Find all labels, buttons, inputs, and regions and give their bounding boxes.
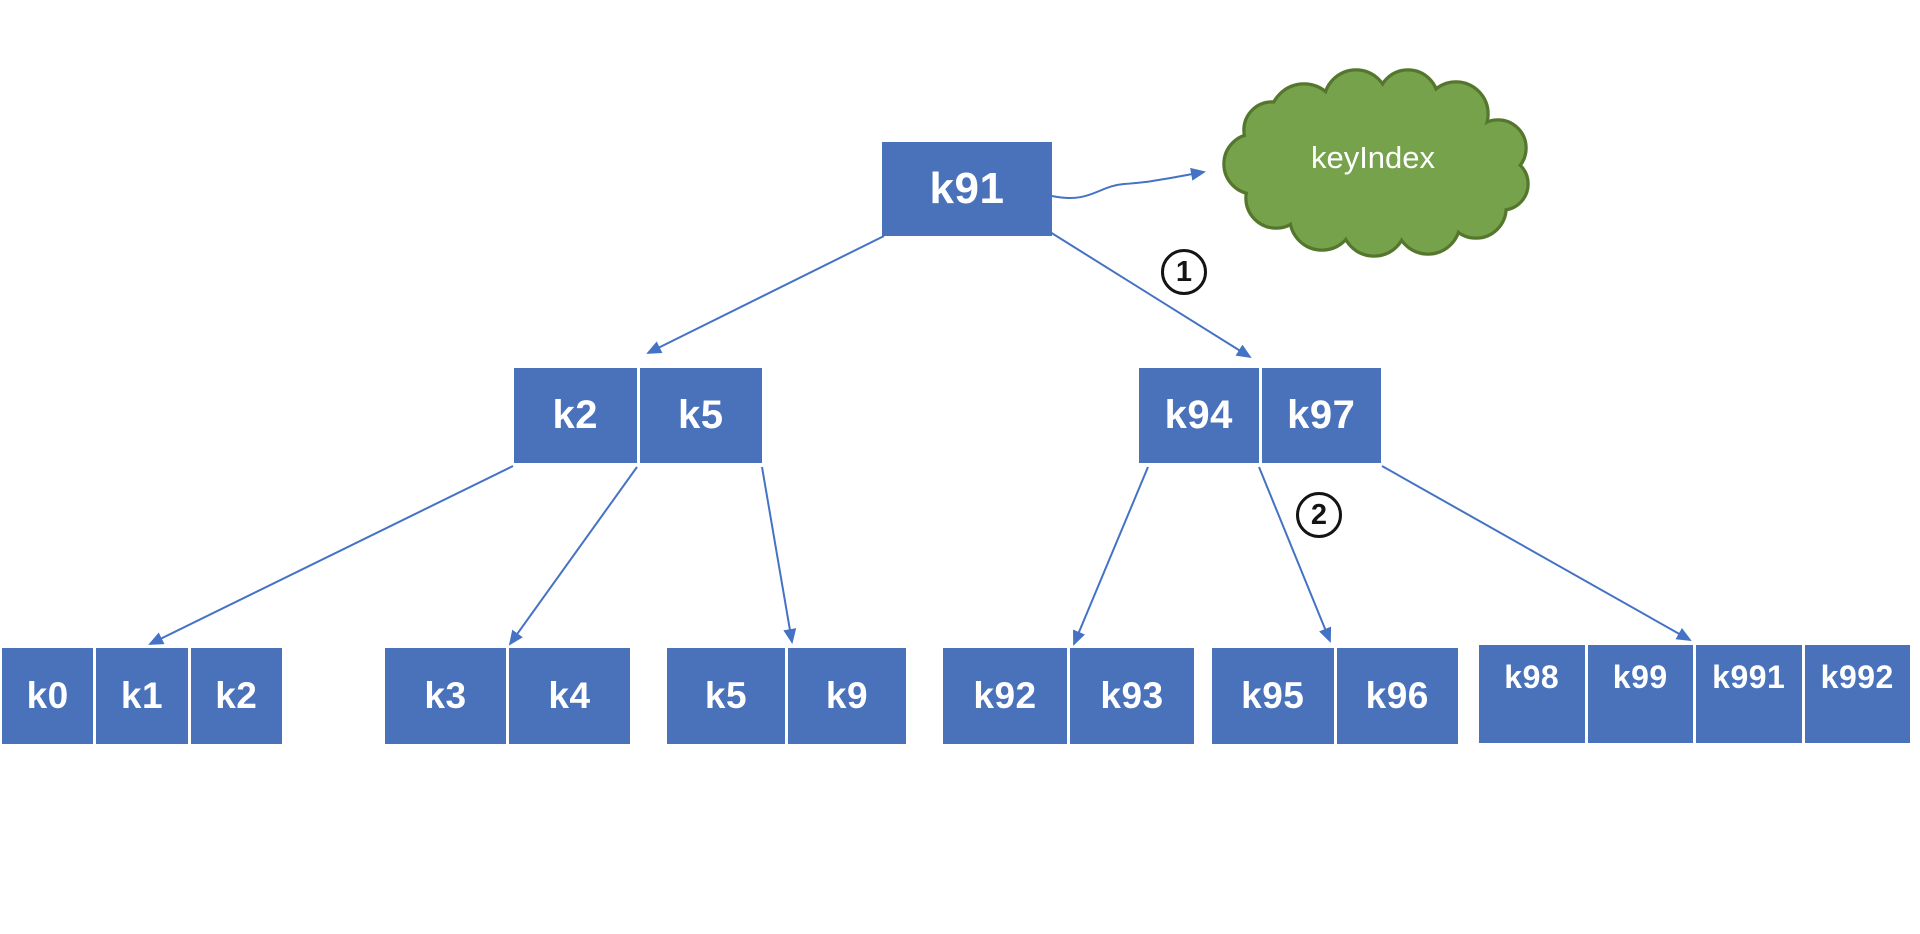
step-annotation-2: 2 [1296,492,1342,538]
edge-internal-right-to-leaf-5 [1258,466,1332,643]
btree-node-leaf-6: k98 k99 k991 k992 [1479,645,1910,743]
tree-key-cell: k2 [514,368,637,463]
tree-key-cell: k0 [2,648,94,744]
tree-key-cell: k991 [1696,645,1802,743]
tree-key-cell: k5 [667,648,785,744]
btree-node-leaf-2: k3 k4 [385,648,630,744]
tree-key-cell: k95 [1212,648,1334,744]
cloud-shape-icon [1222,68,1530,258]
edge-root-to-internal-right [1049,231,1252,359]
edge-internal-right-to-leaf-4 [1073,466,1149,646]
edge-internal-left-to-leaf-2 [508,466,638,646]
edge-root-to-internal-left [646,235,885,354]
tree-key-cell: k91 [882,142,1052,236]
btree-node-internal-left: k2 k5 [514,368,762,463]
btree-node-leaf-5: k95 k96 [1212,648,1458,744]
cloud-label: keyIndex [1310,140,1436,175]
tree-key-cell: k5 [639,368,762,463]
tree-key-cell: k93 [1070,648,1194,744]
tree-key-cell: k4 [509,648,630,744]
tree-key-cell: k97 [1261,368,1381,463]
edge-root-to-cloud [1051,167,1206,200]
edge-internal-left-to-leaf-1 [148,465,514,645]
tree-key-cell: k92 [943,648,1067,744]
btree-node-leaf-4: k92 k93 [943,648,1194,744]
step-annotation-1: 1 [1161,249,1207,295]
tree-key-cell: k992 [1804,645,1910,743]
edge-internal-left-to-leaf-3 [761,466,797,644]
key-index-cloud: keyIndex [1214,64,1532,260]
tree-key-cell: k94 [1139,368,1259,463]
btree-node-internal-right: k94 k97 [1139,368,1381,463]
tree-key-cell: k99 [1587,645,1693,743]
tree-key-cell: k96 [1336,648,1458,744]
tree-key-cell: k98 [1479,645,1585,743]
btree-node-leaf-1: k0 k1 k2 [2,648,282,744]
tree-key-cell: k9 [788,648,906,744]
btree-node-root: k91 [882,142,1052,236]
btree-node-leaf-3: k5 k9 [667,648,906,744]
tree-key-cell: k2 [190,648,282,744]
tree-key-cell: k1 [96,648,188,744]
edge-internal-right-to-leaf-6 [1381,465,1692,641]
tree-key-cell: k3 [385,648,506,744]
